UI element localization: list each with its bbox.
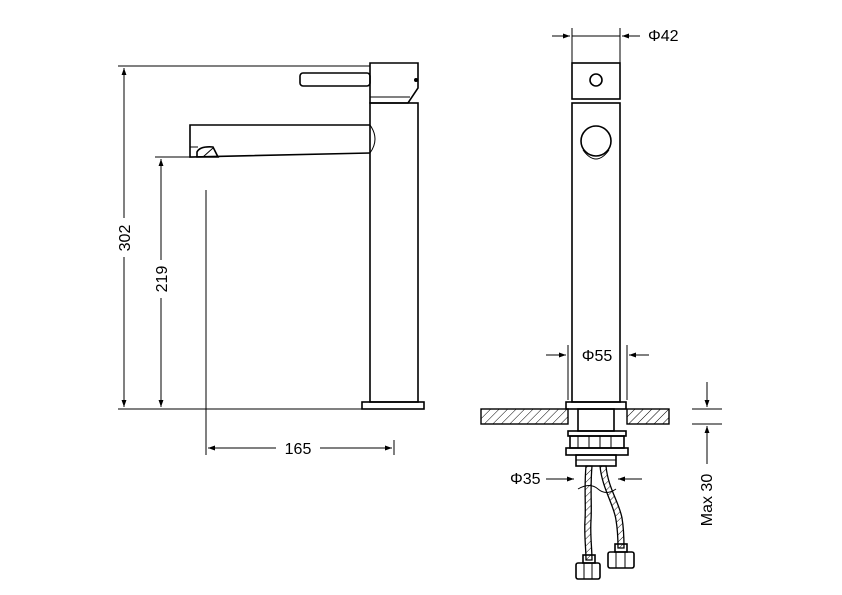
- dimension-top-diameter: Φ42: [552, 28, 679, 63]
- base-front: [565, 401, 627, 410]
- body-diameter-label: Φ55: [582, 348, 613, 365]
- hose-nut-right: [607, 551, 635, 569]
- flexible-hoses: [575, 465, 635, 580]
- hose-left: [584, 465, 593, 561]
- spout-height-label: 219: [154, 266, 171, 293]
- handle-lever: [299, 72, 371, 87]
- mounting-shank: [565, 408, 629, 467]
- dimension-spout-height: 219: [154, 156, 190, 407]
- dimension-spout-reach: 165: [205, 190, 395, 458]
- faucet-body-side: [369, 102, 419, 403]
- faucet-base-plate: [361, 401, 425, 410]
- aerator: [196, 146, 220, 158]
- handle-block: [369, 62, 419, 104]
- side-view: [189, 62, 425, 410]
- top-diameter-label: Φ42: [648, 28, 679, 45]
- spout: [189, 124, 371, 158]
- handle-indicator: [589, 73, 603, 87]
- countertop-section: [480, 408, 670, 425]
- dimension-total-height: 302: [117, 65, 370, 410]
- total-height-label: 302: [117, 225, 134, 252]
- spout-reach-label: 165: [285, 441, 312, 458]
- handle-block-front: [571, 62, 621, 100]
- dimension-thread-diameter: Φ35: [510, 471, 642, 488]
- thread-diameter-label: Φ35: [510, 471, 541, 488]
- hose-right: [599, 465, 625, 549]
- hose-nut-left: [575, 562, 601, 580]
- front-view: [565, 62, 627, 410]
- spout-outlet-front: [580, 125, 612, 157]
- dimension-max-deck-thickness: Max 30: [692, 382, 722, 526]
- max-deck-thickness-label: Max 30: [699, 474, 716, 527]
- dimension-body-diameter: Φ55: [546, 345, 649, 400]
